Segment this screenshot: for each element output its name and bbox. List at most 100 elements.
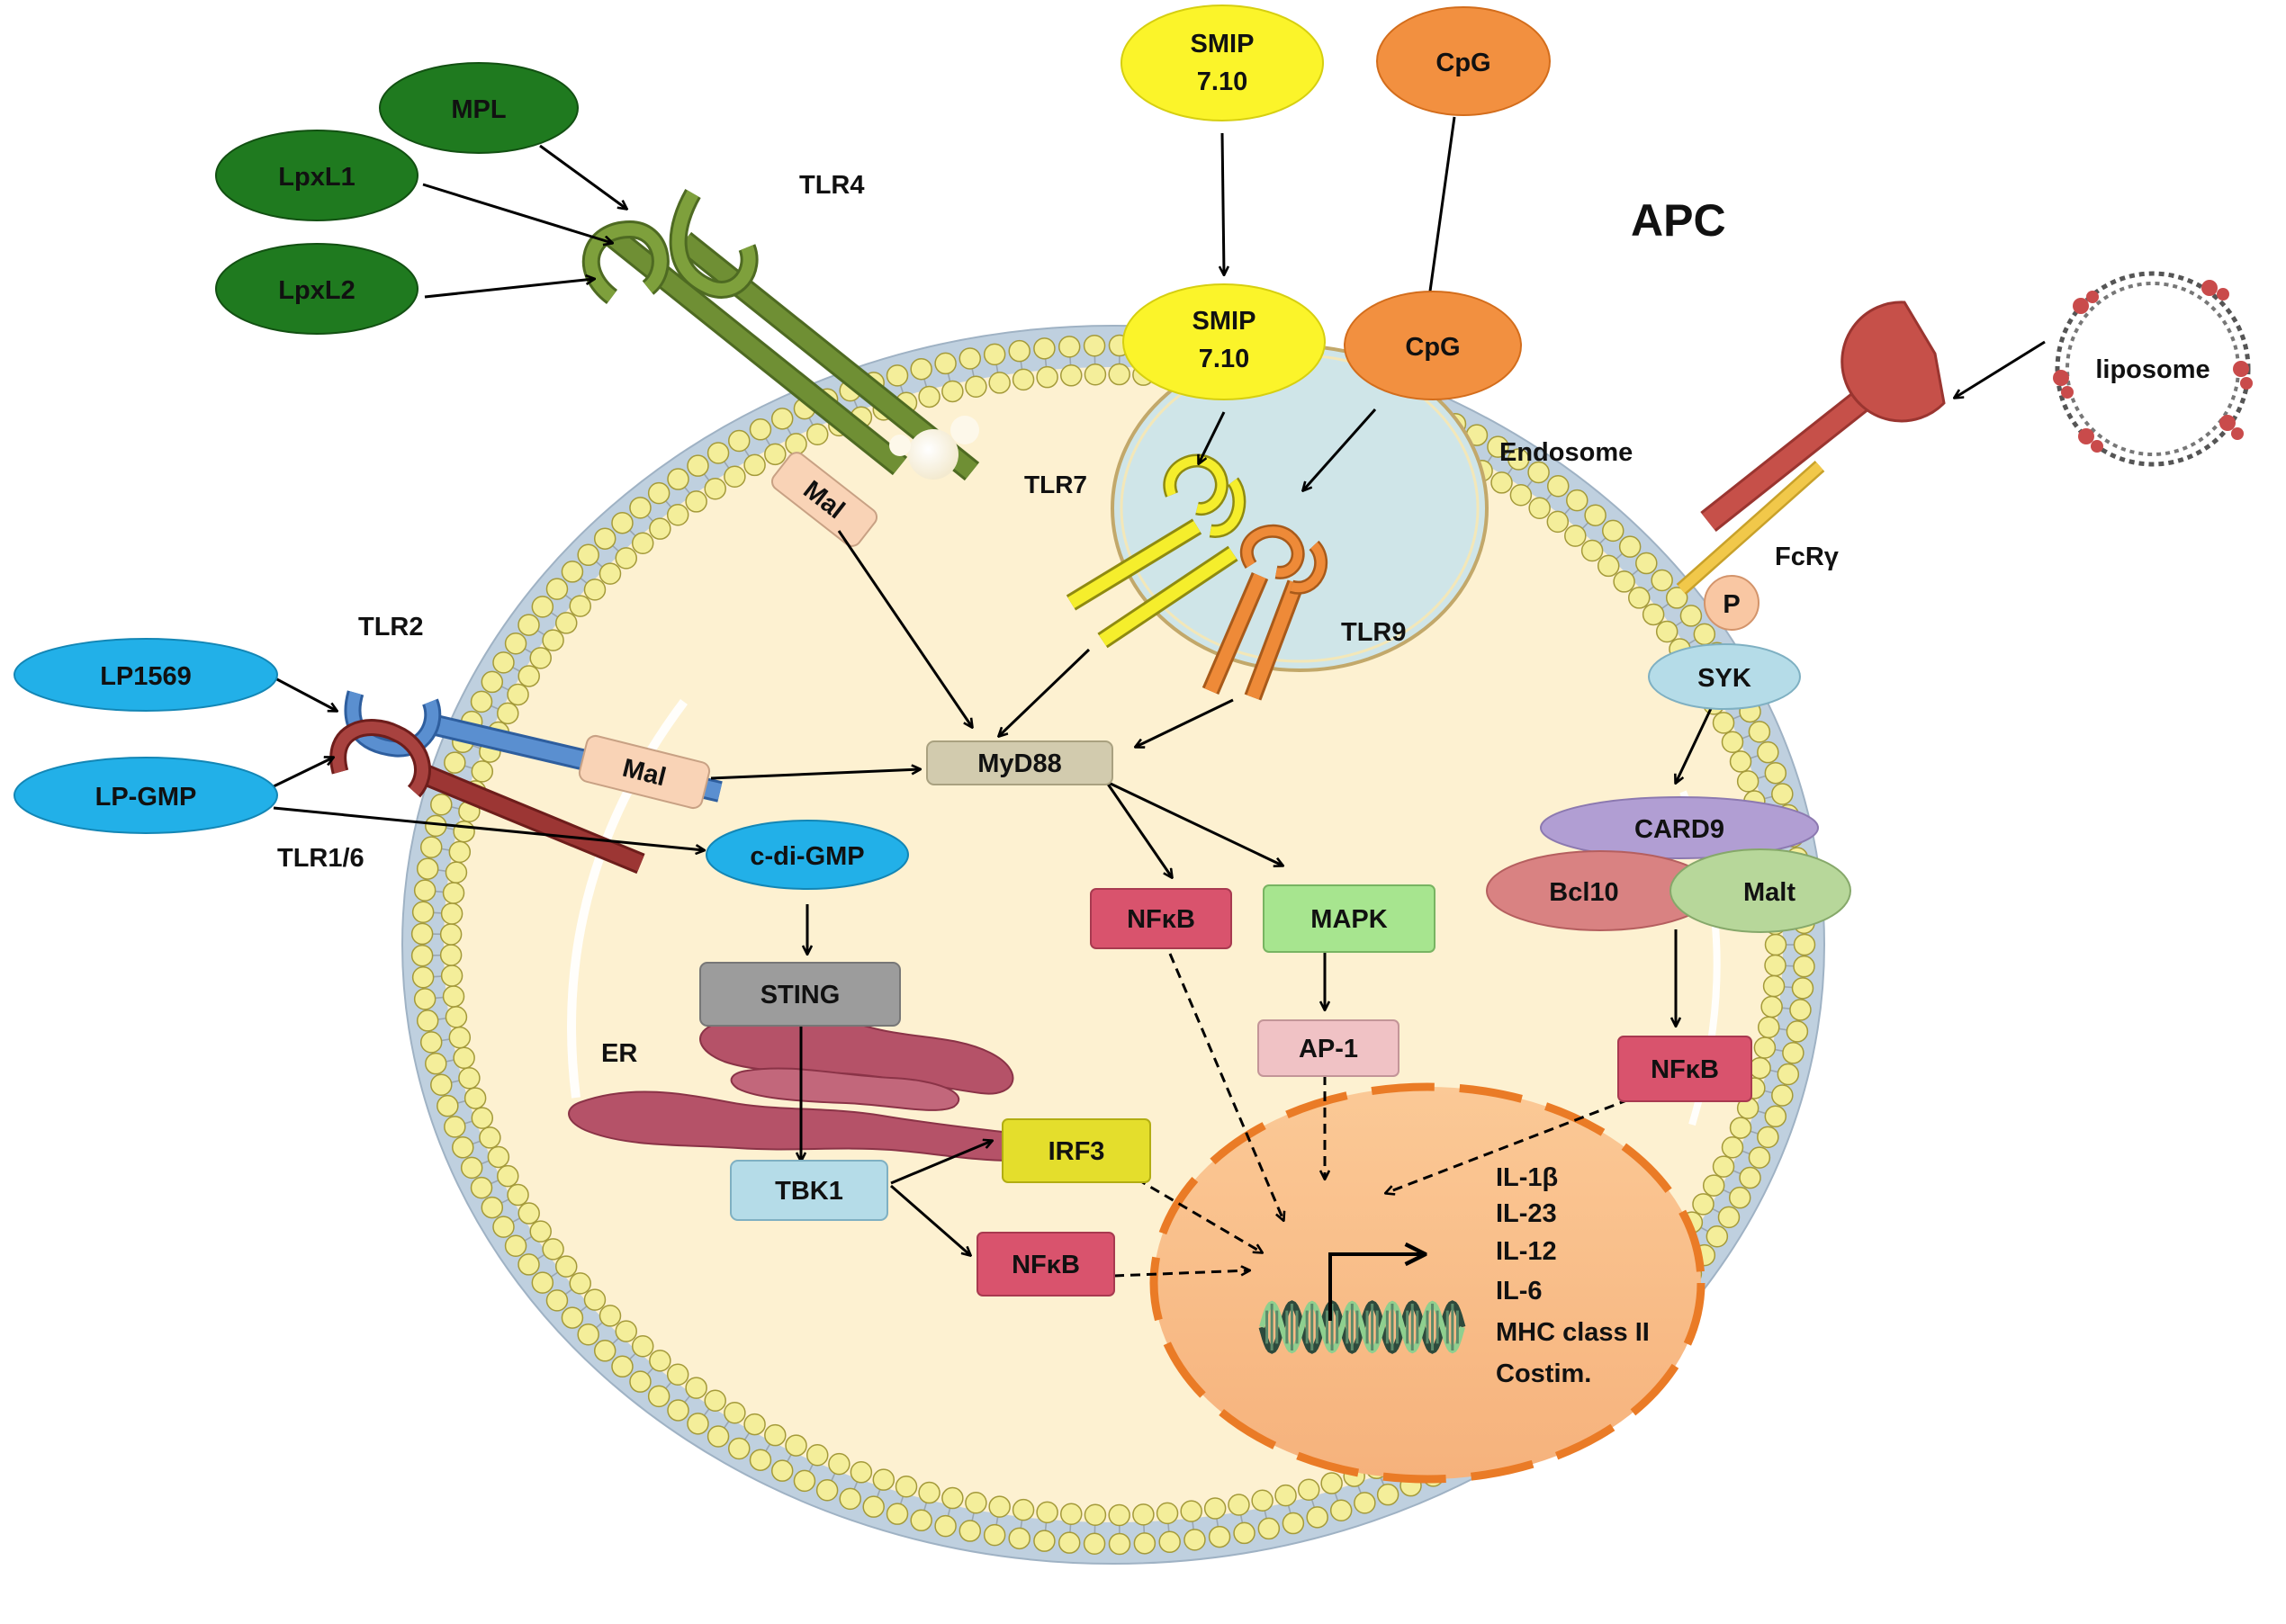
lipid-head [416, 1009, 439, 1032]
lipid-head [504, 1234, 527, 1257]
lipid-head [910, 357, 932, 381]
lipid-head [1692, 1193, 1714, 1216]
nfkb-card9: NFκB [1617, 1036, 1752, 1102]
lipid-head [1793, 933, 1816, 956]
lipid-head [611, 511, 634, 534]
lipid-head [569, 1272, 591, 1295]
arrow-tbk1-nfkb [890, 1184, 970, 1255]
arrow-tlr9-myd88 [1136, 698, 1234, 747]
arrow-lpgmp-cdigmp [273, 806, 704, 850]
lipid-head [1547, 474, 1570, 498]
lipid-head [1329, 1499, 1353, 1522]
lipid-head [793, 1469, 816, 1493]
irf3-factor: IRF3 [1002, 1118, 1151, 1183]
nfkb-myd88-label: NFκB [1127, 905, 1195, 934]
lipid-head [440, 965, 464, 987]
lipid-head [1060, 364, 1083, 387]
lipid-head [611, 1355, 634, 1378]
lipid-head [561, 561, 584, 583]
lipid-head [1760, 995, 1783, 1018]
sting-adaptor: STING [699, 962, 901, 1027]
lipid-head [481, 670, 504, 694]
lipid-head [1618, 535, 1642, 558]
arrow-smip-endosome [1222, 132, 1224, 274]
lipid-head [448, 1026, 472, 1049]
lipid-head [1251, 1489, 1274, 1512]
lipid-head [934, 352, 957, 375]
tlr7-label: TLR7 [1024, 471, 1087, 498]
lipid-head [839, 1487, 861, 1511]
lipid-head [487, 1145, 510, 1169]
lipid-head [685, 490, 707, 513]
ligand-lpxl1: LpxL1 [215, 130, 418, 221]
lp1569-label: LP1569 [100, 662, 192, 691]
lipid-head [583, 1288, 607, 1311]
lipid-head [1712, 712, 1735, 734]
signaling-arrows [271, 116, 2046, 1255]
lipid-head [452, 1136, 474, 1159]
arrow-mpl-tlr4 [539, 144, 626, 209]
lipid-head [1084, 1503, 1107, 1527]
lipid-head [704, 1389, 726, 1413]
lipid-head [1320, 1472, 1343, 1494]
lipid-head [464, 1087, 487, 1109]
lipid-head [453, 1046, 475, 1070]
tlr7-receptor [1066, 453, 1246, 649]
lipid-head [1297, 1478, 1320, 1502]
lipid-head [554, 612, 578, 634]
lipid-head [569, 595, 591, 617]
lipid-head [425, 1052, 447, 1075]
nfkb-tbk1: NFκB [976, 1232, 1115, 1297]
lipid-head [583, 579, 607, 601]
lipid-head [497, 1164, 519, 1188]
lipid-head [1274, 1484, 1297, 1507]
lipid-head [749, 1449, 772, 1471]
lipid-head [1036, 1501, 1058, 1524]
lipid-head [941, 1486, 964, 1510]
lipid-head [529, 647, 552, 669]
lipid-head [413, 988, 436, 1010]
lipid-head [518, 665, 540, 687]
tbk1-kinase: TBK1 [730, 1160, 888, 1221]
lipid-head [1757, 1126, 1779, 1149]
bcl10-label: Bcl10 [1549, 878, 1618, 907]
liposome [2053, 271, 2253, 467]
lipid-head [1651, 569, 1673, 592]
lipid-head [1108, 1503, 1130, 1527]
lipid-head [1058, 1531, 1081, 1554]
lipid-head [1509, 483, 1533, 507]
ligand-mpl: MPL [379, 62, 579, 154]
lipid-head [598, 1305, 622, 1327]
lipid-head [1642, 603, 1665, 626]
bcl10-adaptor: Bcl10 [1486, 850, 1714, 931]
arrow-mal2-myd88 [710, 769, 920, 780]
output-il6: IL-6 [1496, 1277, 1543, 1305]
lipid-head [444, 1116, 466, 1138]
nucleus [1149, 1082, 1706, 1484]
endosome-label: Endosome [1499, 438, 1633, 467]
lipid-head [910, 1509, 932, 1532]
lipid-head [1180, 1500, 1202, 1522]
lipid-head [666, 503, 689, 526]
lipid-head [649, 1350, 671, 1372]
output-il12: IL-12 [1496, 1237, 1557, 1266]
lipid-head [743, 1413, 766, 1436]
lipid-head [411, 901, 435, 923]
lipid-head [983, 1523, 1006, 1547]
sting-label: STING [760, 981, 841, 1009]
lipid-head [1635, 552, 1658, 575]
tlr9-receptor [1202, 524, 1328, 701]
lipid-head [615, 1320, 637, 1342]
lipid-head [598, 562, 622, 585]
lipid-head [577, 543, 599, 567]
lipid-head [1757, 740, 1779, 764]
smip-inner-line1: SMIP [1192, 307, 1256, 336]
liposome-label: liposome [2095, 355, 2210, 384]
lipid-head [1203, 1497, 1227, 1520]
mapk-factor: MAPK [1263, 884, 1436, 953]
lipid-head [1058, 336, 1081, 358]
lipid-head [1762, 974, 1786, 998]
nfkb-myd88: NFκB [1090, 888, 1232, 949]
smip-outer-line1: SMIP [1191, 30, 1255, 58]
